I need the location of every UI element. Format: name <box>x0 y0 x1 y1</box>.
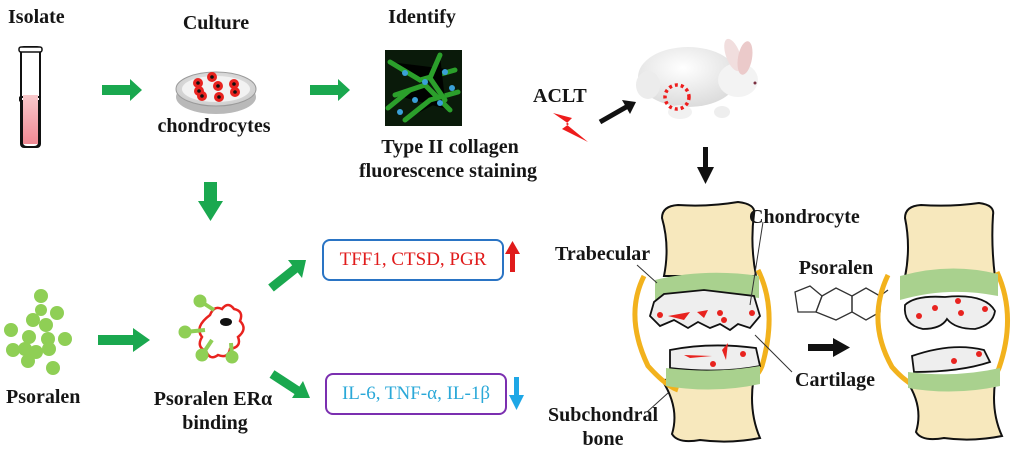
label-trabecular: Trabecular <box>555 243 651 265</box>
fluorescence-image <box>385 50 462 126</box>
flow-arrow-psoralen-binding <box>98 328 150 352</box>
upregulation-arrow-icon <box>505 241 520 272</box>
downregulated-cytokines-text: IL-6, TNF-α, IL-1β <box>341 383 491 404</box>
label-staining-line2: fluorescence staining <box>359 160 537 182</box>
arrow-to-rabbit <box>598 100 636 125</box>
label-subchondral-line1: Subchondral <box>547 404 659 426</box>
label-cartilage: Cartilage <box>795 369 875 391</box>
treated-joint <box>875 201 1011 441</box>
label-subchondral-line2: bone <box>582 428 624 450</box>
arrow-down-rabbit-joint <box>697 147 714 184</box>
osteoarthritis-joint <box>632 200 793 443</box>
upregulated-genes-text: TFF1, CTSD, PGR <box>339 249 487 270</box>
rabbit-image <box>636 38 758 119</box>
er-alpha-binding-icon <box>178 294 245 364</box>
label-chondrocytes: chondrocytes <box>157 115 271 137</box>
flow-arrow-culture-binding <box>198 182 223 221</box>
label-identify: Identify <box>388 6 456 28</box>
flow-arrow-isolate-culture <box>102 79 142 101</box>
upregulated-genes-box: TFF1, CTSD, PGR <box>322 239 504 281</box>
label-chondrocyte: Chondrocyte <box>749 206 860 228</box>
psoralen-molecules <box>4 289 72 375</box>
test-tube-icon <box>18 46 43 148</box>
label-isolate: Isolate <box>8 6 65 28</box>
label-culture: Culture <box>182 12 250 34</box>
label-binding-line1: Psoralen ERα <box>153 388 273 410</box>
label-aclt: ACLT <box>533 85 587 107</box>
label-psoralen: Psoralen <box>6 386 81 408</box>
psoralen-structure-icon <box>794 285 889 321</box>
downregulation-arrow-icon <box>509 377 524 410</box>
petri-dish-icon <box>175 71 257 114</box>
label-treatment-psoralen: Psoralen <box>798 257 874 279</box>
flow-arrow-binding-up <box>268 260 306 292</box>
arrow-treatment <box>808 338 850 357</box>
flow-arrow-binding-down <box>269 370 310 398</box>
downregulated-cytokines-box: IL-6, TNF-α, IL-1β <box>325 373 507 415</box>
label-staining-line1: Type II collagen <box>381 136 519 158</box>
label-binding-line2: binding <box>182 412 248 434</box>
lightning-icon <box>553 113 588 142</box>
flow-arrow-culture-identify <box>310 79 350 101</box>
